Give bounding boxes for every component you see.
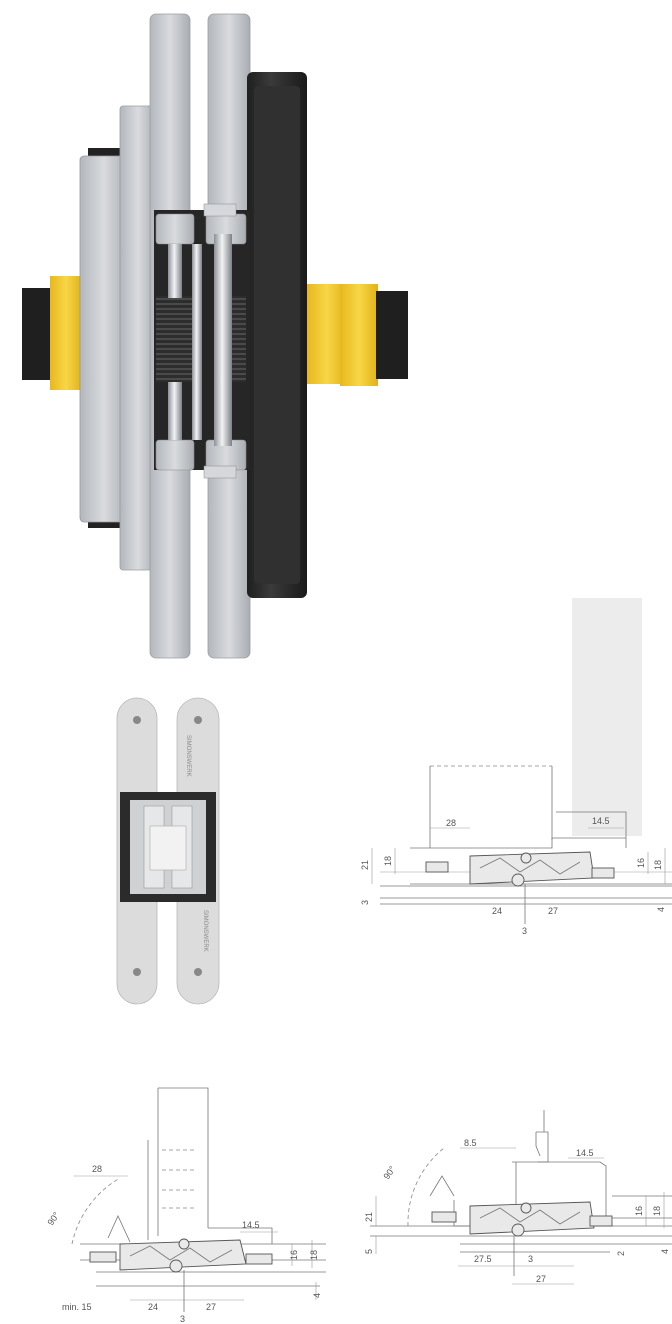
- svg-text:14.5: 14.5: [576, 1148, 594, 1158]
- svg-text:24: 24: [148, 1302, 158, 1312]
- svg-text:27: 27: [206, 1302, 216, 1312]
- svg-text:4: 4: [660, 1249, 670, 1254]
- screw-icon: [133, 968, 141, 976]
- svg-text:16: 16: [634, 1206, 644, 1216]
- engraving-top: SIMONSWERK: [185, 735, 191, 777]
- screw-icon: [194, 716, 202, 724]
- engraving-bottom: SIMONSWERK: [202, 910, 208, 952]
- left-cam-block: [50, 276, 82, 390]
- svg-text:3: 3: [180, 1314, 185, 1324]
- svg-text:8.5: 8.5: [464, 1138, 477, 1148]
- svg-text:4: 4: [312, 1293, 322, 1298]
- spring-left: [156, 296, 192, 382]
- section-bottom-left: 28 90° 14.5 16 18 min. 15 24 27 4 3: [45, 1087, 326, 1324]
- svg-text:28: 28: [446, 818, 456, 828]
- center-pin: [214, 234, 232, 446]
- screw-icon: [133, 716, 141, 724]
- svg-text:3: 3: [360, 900, 370, 905]
- svg-text:14.5: 14.5: [592, 816, 610, 826]
- section-right: 28 14.5 21 18 16 18 3 24 27 3 4: [360, 598, 672, 936]
- svg-text:24: 24: [492, 906, 502, 916]
- svg-text:min. 15: min. 15: [62, 1302, 92, 1312]
- panel-shade: [572, 598, 642, 836]
- svg-text:21: 21: [360, 860, 370, 870]
- screw-icon: [194, 968, 202, 976]
- hinge-front-view: SIMONSWERK SIMONSWERK: [116, 697, 220, 1005]
- svg-text:28: 28: [92, 1164, 102, 1174]
- svg-text:18: 18: [653, 860, 663, 870]
- svg-text:27: 27: [548, 906, 558, 916]
- hinge-3d-render: [22, 13, 408, 659]
- svg-text:27: 27: [536, 1274, 546, 1284]
- svg-text:21: 21: [364, 1212, 374, 1222]
- svg-text:16: 16: [289, 1250, 299, 1260]
- svg-text:16: 16: [636, 858, 646, 868]
- svg-text:3: 3: [528, 1254, 533, 1264]
- svg-text:14.5: 14.5: [242, 1220, 260, 1230]
- svg-text:18: 18: [652, 1206, 662, 1216]
- svg-text:90°: 90°: [381, 1164, 397, 1181]
- svg-text:90°: 90°: [45, 1210, 61, 1227]
- svg-text:27.5: 27.5: [474, 1254, 492, 1264]
- svg-text:3: 3: [522, 926, 527, 936]
- svg-text:4: 4: [656, 907, 666, 912]
- svg-text:18: 18: [383, 856, 393, 866]
- section-bottom-right: 8.5 90° 14.5 21 16 18 5 27.5 3 27 2 4: [364, 1110, 672, 1285]
- svg-text:5: 5: [364, 1249, 374, 1254]
- svg-text:2: 2: [616, 1251, 626, 1256]
- svg-text:18: 18: [309, 1250, 319, 1260]
